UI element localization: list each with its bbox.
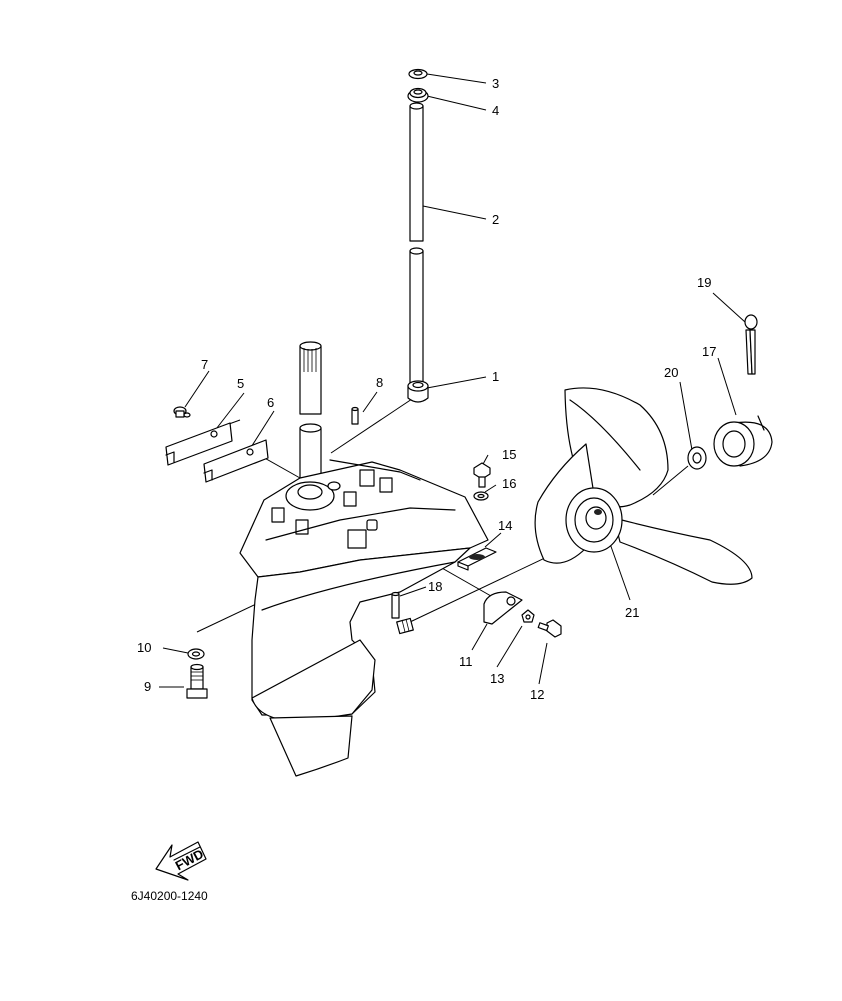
drawing-code: 6J40200-1240 <box>131 889 208 903</box>
water-tube <box>409 102 424 392</box>
callout-2: 2 <box>492 212 499 227</box>
dowel-pin-8 <box>351 406 359 425</box>
propeller-21 <box>534 387 753 585</box>
fwd-arrow-label: FWD <box>173 846 206 873</box>
callout-19: 19 <box>697 275 711 290</box>
spacer-20 <box>687 446 707 470</box>
callout-5: 5 <box>237 376 244 391</box>
callout-1: 1 <box>492 369 499 384</box>
lower-casing <box>239 459 489 777</box>
grommet-3 <box>408 68 428 80</box>
callout-11: 11 <box>459 654 473 669</box>
washer-10 <box>187 648 205 660</box>
cotter-pin-19 <box>744 314 758 375</box>
callout-7: 7 <box>201 357 208 372</box>
lock-washer-13 <box>521 609 535 623</box>
callout-16: 16 <box>502 476 516 491</box>
grommet-4 <box>407 87 429 103</box>
callout-numbers: 1 2 3 4 5 6 7 8 9 10 11 12 13 14 15 16 1… <box>137 76 716 702</box>
leader-lines <box>159 73 746 688</box>
bolt-12 <box>537 619 562 638</box>
trim-tab-11 <box>483 591 523 625</box>
bolt-9 <box>186 663 208 699</box>
propeller-nut-17 <box>713 415 773 467</box>
callout-4: 4 <box>492 103 499 118</box>
callout-17: 17 <box>702 344 716 359</box>
propeller-shaft-stub <box>396 617 414 635</box>
gasket-6 <box>203 439 269 483</box>
screw-7 <box>173 406 191 418</box>
callout-15: 15 <box>502 447 516 462</box>
callout-10: 10 <box>137 640 151 655</box>
bolt-15 <box>473 462 491 488</box>
callout-8: 8 <box>376 375 383 390</box>
callout-6: 6 <box>267 395 274 410</box>
anode-cover-5 <box>165 422 233 466</box>
callout-12: 12 <box>530 687 544 702</box>
washer-16 <box>473 491 489 501</box>
callout-18: 18 <box>428 579 442 594</box>
drive-shaft <box>299 341 322 489</box>
grommet-1 <box>407 380 429 403</box>
callout-9: 9 <box>144 679 151 694</box>
pin-18 <box>391 591 400 619</box>
fwd-arrow-icon: FWD <box>155 841 207 881</box>
callout-20: 20 <box>664 365 678 380</box>
callout-3: 3 <box>492 76 499 91</box>
callout-13: 13 <box>490 671 504 686</box>
anode-14 <box>457 547 497 571</box>
callout-14: 14 <box>498 518 512 533</box>
callout-21: 21 <box>625 605 639 620</box>
